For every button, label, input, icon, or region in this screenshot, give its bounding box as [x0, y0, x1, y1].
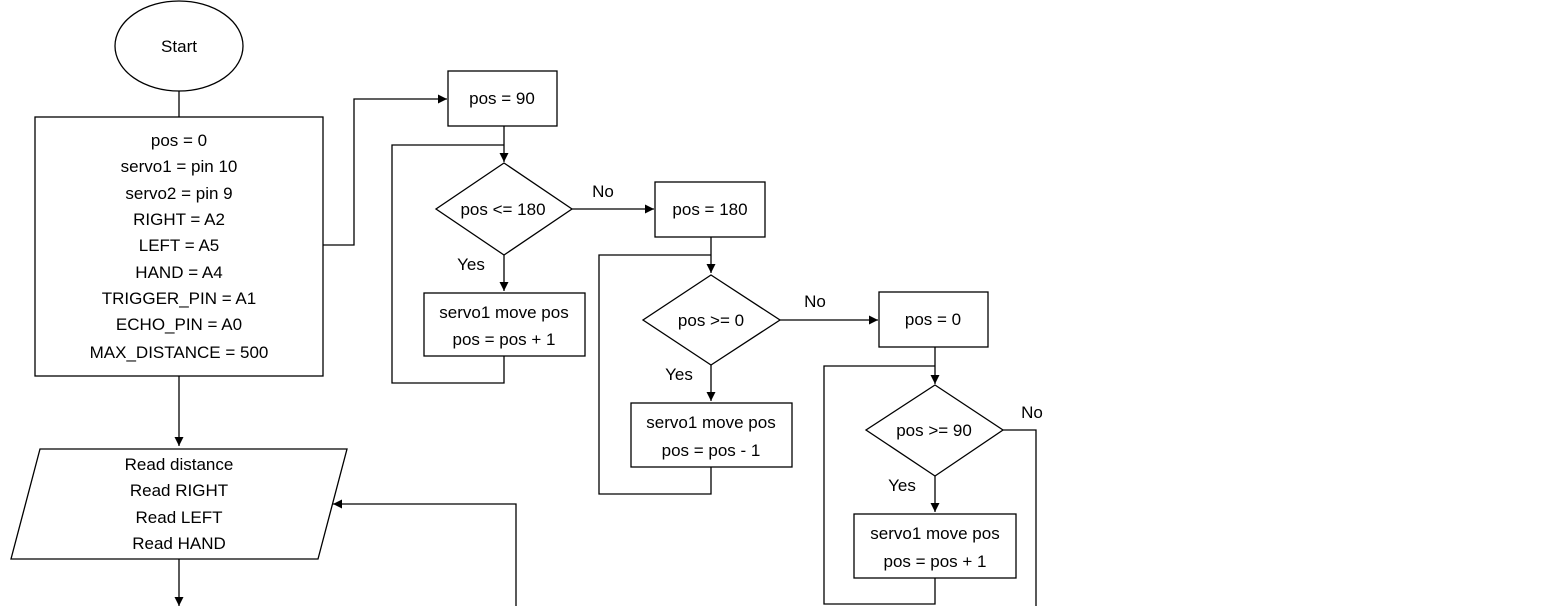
return-to-read-arrow	[333, 499, 517, 606]
loop3-line: pos = pos + 1	[883, 552, 986, 571]
pos180-box: pos = 180	[654, 181, 766, 238]
cond1-no-label: No	[592, 182, 614, 201]
loop3-process-box: servo1 move pos pos = pos + 1	[853, 513, 1017, 579]
init-line: MAX_DISTANCE = 500	[90, 343, 269, 362]
start-label: Start	[161, 37, 197, 56]
cond3-yes-label: Yes	[888, 476, 916, 495]
loop3-line: servo1 move pos	[870, 524, 999, 543]
read-line: Read HAND	[132, 534, 226, 553]
loop1-line: pos = pos + 1	[452, 330, 555, 349]
init-line: ECHO_PIN = A0	[116, 315, 242, 334]
cond2-yes-label: Yes	[665, 365, 693, 384]
cond1-yes-label: Yes	[457, 255, 485, 274]
loop3-back-line	[823, 365, 936, 605]
cond2-decision: pos >= 0	[641, 274, 782, 366]
loop1-back-line	[391, 144, 505, 384]
loop2-line: pos = pos - 1	[662, 441, 761, 460]
cond3-label: pos >= 90	[896, 421, 972, 440]
loop2-back-line	[598, 254, 712, 495]
init-line: TRIGGER_PIN = A1	[102, 289, 256, 308]
cond3-no-label: No	[1021, 403, 1043, 422]
cond2-no-label: No	[804, 292, 826, 311]
init-line: servo2 = pin 9	[125, 184, 232, 203]
pos0-label: pos = 0	[905, 310, 961, 329]
connectors	[174, 91, 1037, 606]
cond1-label: pos <= 180	[460, 200, 545, 219]
cond3-no-line	[1003, 429, 1037, 606]
pos0-box: pos = 0	[878, 291, 989, 348]
read-line: Read RIGHT	[130, 481, 228, 500]
start-terminal: Start	[114, 0, 244, 92]
init-line: RIGHT = A2	[133, 210, 225, 229]
init-process-box: pos = 0 servo1 = pin 10 servo2 = pin 9 R…	[34, 116, 324, 377]
read-line: Read LEFT	[136, 508, 223, 527]
init-line: LEFT = A5	[139, 236, 219, 255]
cond2-label: pos >= 0	[678, 311, 744, 330]
loop1-process-box: servo1 move pos pos = pos + 1	[423, 292, 586, 357]
loop2-process-box: servo1 move pos pos = pos - 1	[630, 402, 793, 468]
read-input-box: Read distance Read RIGHT Read LEFT Read …	[10, 448, 348, 560]
init-line: HAND = A4	[135, 263, 222, 282]
pos180-label: pos = 180	[672, 200, 747, 219]
loop2-line: servo1 move pos	[646, 413, 775, 432]
loop1-line: servo1 move pos	[439, 303, 568, 322]
cond1-decision: pos <= 180	[434, 162, 574, 256]
read-line: Read distance	[125, 455, 234, 474]
pos90-label: pos = 90	[469, 89, 535, 108]
init-line: servo1 = pin 10	[121, 157, 238, 176]
cond3-decision: pos >= 90	[864, 384, 1005, 477]
pos90-box: pos = 90	[447, 70, 558, 127]
init-line: pos = 0	[151, 131, 207, 150]
init-to-pos90-arrow	[323, 94, 447, 246]
